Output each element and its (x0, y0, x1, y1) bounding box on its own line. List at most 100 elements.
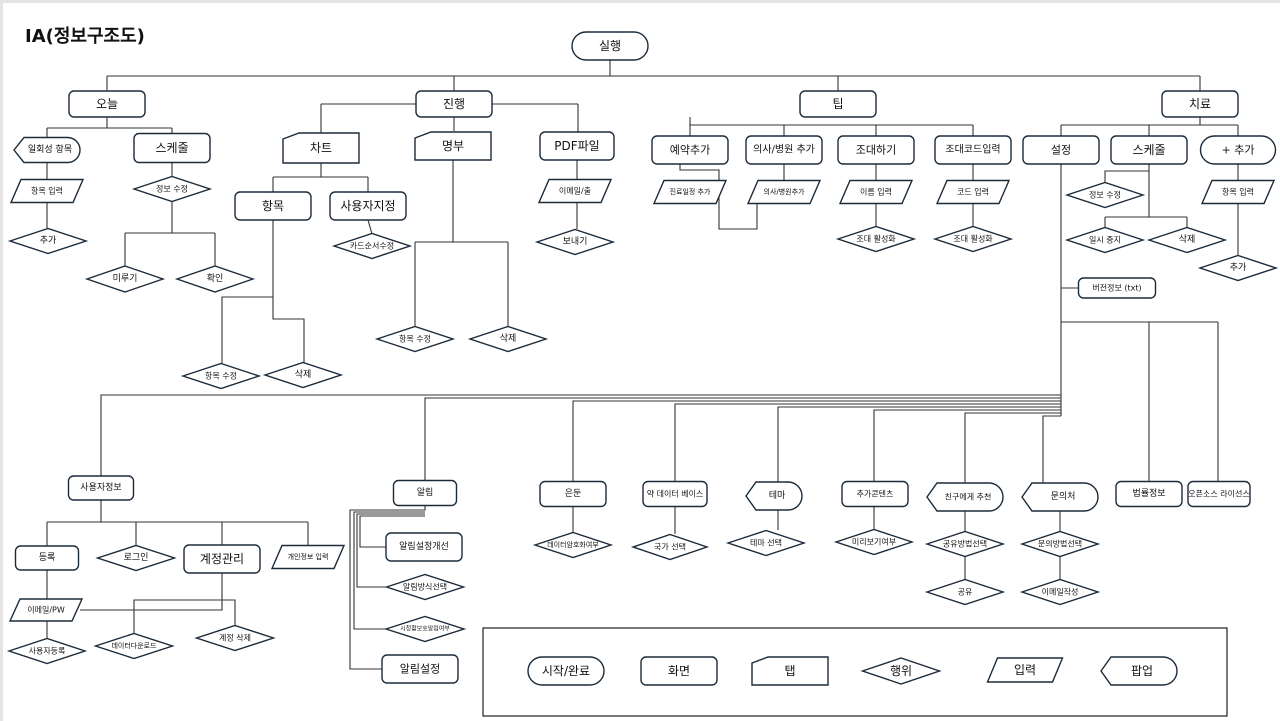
node-action-pdf-send: 보내기 (534, 228, 616, 256)
node-screen-schedule1: 스케줄 (133, 132, 211, 164)
node-popup-theme: 테마 (745, 481, 803, 511)
node-label: 일회성 항목 (28, 144, 72, 155)
action-shape (93, 632, 175, 660)
node-action-user-reg: 사용자등록 (6, 637, 88, 665)
input-shape (838, 179, 914, 205)
node-tab-chart: 차트 (282, 132, 360, 164)
node-popup-onetime: 일회성 항목 (13, 136, 81, 164)
screen-shape (934, 135, 1012, 165)
screen-shape (745, 135, 823, 165)
screen-shape (1022, 135, 1100, 165)
node-screen-invite: 조대하기 (837, 135, 915, 165)
legend-popup-lg-popup: 팝업 (1100, 656, 1178, 686)
legend-terminal-lg-terminal: 시작/완료 (527, 656, 605, 686)
node-input-doctor-in: 의사/병원추가 (746, 179, 822, 205)
connector-line (679, 164, 758, 230)
node-screen-userinfo: 사용자정보 (67, 475, 135, 501)
node-label: 일시 중지 (1089, 236, 1121, 245)
screen-shape (841, 480, 909, 508)
node-label: 삭제 (1179, 234, 1196, 245)
action-shape (1064, 226, 1146, 254)
node-label: 테마 선택 (750, 538, 782, 548)
page-title: IA(정보구조도) (25, 26, 145, 47)
node-label: 실행 (599, 38, 621, 53)
node-action-roster-edit: 항목 수정 (374, 325, 456, 353)
popup-shape (13, 136, 81, 164)
node-label: 항목 수정 (399, 334, 431, 344)
node-screen-alarm-set: 알림설정 (381, 654, 459, 684)
node-action-email-write: 이메일작성 (1019, 578, 1101, 606)
node-action-share: 공유 (924, 578, 1006, 606)
node-screen-extra: 추가콘텐츠 (841, 480, 909, 508)
node-label: 이메일/출 (559, 186, 591, 196)
node-label: 버전정보 (txt) (1092, 283, 1141, 293)
connector-line (424, 397, 1061, 481)
node-label: 추가콘텐츠 (857, 489, 894, 499)
connector-line (133, 599, 222, 633)
node-popup-recommend: 친구에게 추천 (926, 482, 1004, 512)
screen-shape (67, 475, 135, 501)
screen-shape (1161, 90, 1239, 118)
node-screen-version: 버전정보 (txt) (1077, 277, 1157, 299)
node-action-sch1-edit: 정보 수정 (131, 175, 213, 203)
node-label: 공유 (958, 588, 973, 597)
screen-shape (539, 131, 615, 161)
connector-line (221, 296, 273, 363)
input-shape (270, 544, 346, 570)
node-label: 문의처 (1051, 490, 1076, 502)
legend-screen-lg-screen: 화면 (640, 656, 718, 686)
connector-line (367, 219, 373, 235)
node-screen-tip: 팁 (799, 90, 877, 118)
node-screen-item: 항목 (234, 191, 312, 221)
node-label: 설정 (1051, 144, 1071, 157)
legend-action-lg-action: 행위 (860, 657, 942, 685)
node-label: 예약추가 (670, 143, 710, 157)
node-terminal-run: 실행 (571, 31, 649, 61)
action-shape (131, 175, 213, 203)
node-screen-oss: 오픈소스 라이선스 (1187, 480, 1251, 508)
node-label: 스케줄 (155, 141, 188, 155)
screen-shape (1115, 480, 1183, 508)
node-action-sch2-edit: 정보 수정 (1064, 181, 1146, 209)
node-screen-hide: 은둔 (539, 480, 607, 508)
node-label: 화면 (668, 664, 690, 678)
node-action-card-order: 카드순서수정 (331, 232, 413, 260)
node-label: 사용자지정 (340, 199, 395, 213)
action-shape (1019, 578, 1101, 606)
screen-shape (1187, 480, 1251, 508)
node-label: 팝업 (1131, 664, 1153, 678)
node-label: 이메일작성 (1042, 587, 1079, 597)
node-action-invite-act1: 조대 활성화 (835, 225, 917, 253)
node-label: 사용자등록 (29, 647, 66, 656)
connector-line (572, 400, 1061, 482)
terminal-shape (571, 31, 649, 61)
node-label: 미리보기여부 (852, 537, 896, 547)
action-shape (532, 531, 614, 559)
screen-shape (642, 480, 708, 508)
screen-shape (1110, 135, 1188, 165)
node-label: 스케줄 (1132, 143, 1165, 157)
node-label: 탭 (784, 664, 795, 678)
action-shape (860, 657, 942, 685)
connector-line (1104, 164, 1150, 183)
node-label: 알림설정 (400, 662, 440, 676)
node-popup-contact: 문의처 (1021, 482, 1099, 512)
screen-shape (392, 479, 458, 507)
connector-line (1042, 415, 1061, 483)
node-label: 시청활보호알림여부 (400, 625, 450, 633)
popup-shape (745, 481, 803, 511)
node-label: 법률정보 (1132, 488, 1165, 499)
popup-shape (926, 482, 1004, 512)
action-shape (467, 325, 549, 353)
node-label: 공유방법선택 (943, 539, 987, 549)
node-action-share-method: 공유방법선택 (924, 530, 1006, 558)
node-label: 로그인 (124, 552, 149, 563)
action-shape (331, 232, 413, 260)
input-shape (746, 179, 822, 205)
node-action-encrypt: 데이터암호화여부 (532, 531, 614, 559)
node-label: 데이터다운로드 (111, 641, 157, 650)
connector-line (359, 515, 425, 548)
node-label: 팁 (832, 97, 843, 111)
node-label: 명부 (442, 139, 464, 153)
action-shape (7, 227, 89, 255)
